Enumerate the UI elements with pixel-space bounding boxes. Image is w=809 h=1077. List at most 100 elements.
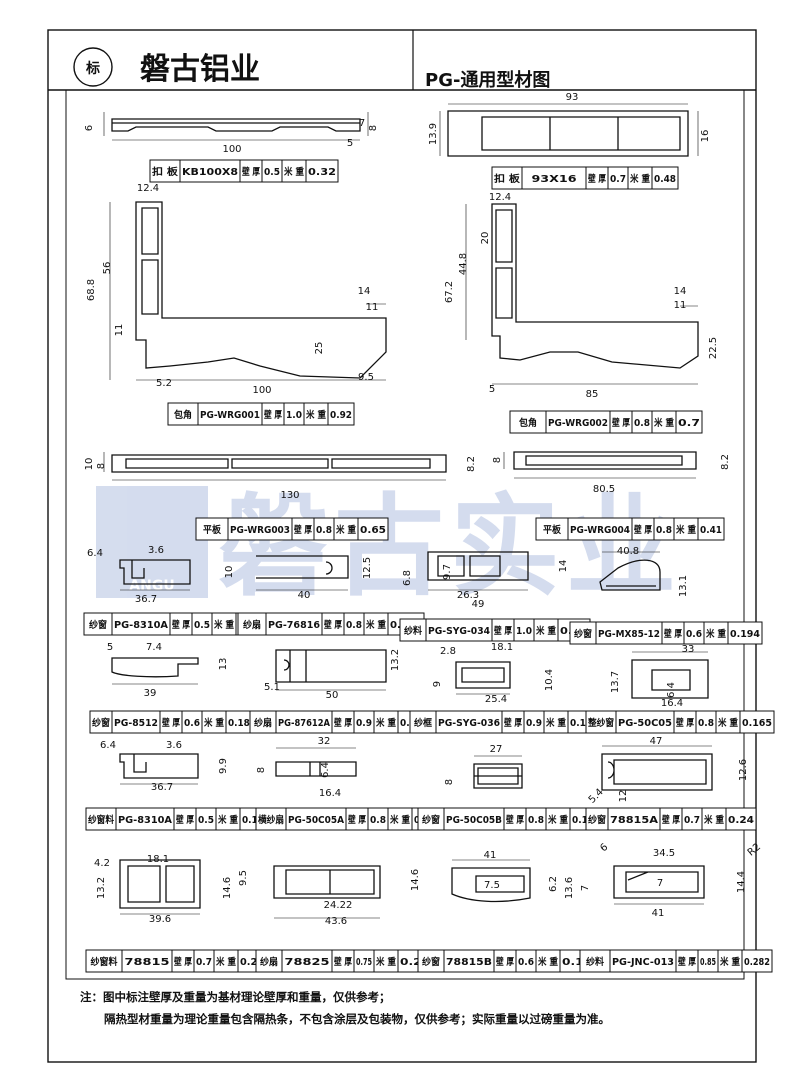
model-number: PG-WRG003: [230, 525, 290, 536]
spec-label: 壁 厚: [242, 166, 260, 178]
dimension-label: 93: [566, 92, 579, 103]
dimension-label: 5.1: [264, 682, 280, 693]
wall-thickness-value: 0.75: [356, 957, 372, 968]
dimension-label: 18.1: [491, 642, 513, 653]
spec-label: 米 重: [703, 814, 724, 826]
spec-label: 米 重: [629, 173, 650, 185]
dimension-label: 16: [700, 130, 711, 143]
model-number: PG-SYG-034: [428, 626, 490, 637]
dimension-label: 13.7: [610, 671, 621, 693]
dimension-label: 4.2: [94, 858, 110, 869]
spec-label: 扣 板: [494, 173, 521, 185]
spec-label: 整纱窗: [587, 717, 614, 729]
wall-thickness-value: 0.8: [656, 525, 672, 536]
spec-label: 米 重: [717, 717, 738, 729]
watermark-text: 磐古实业: [218, 483, 682, 611]
spec-label: 米 重: [283, 166, 304, 178]
dimension-label: 12.5: [362, 557, 373, 579]
dimension-label: 10: [224, 566, 235, 579]
dimension-label: 68.8: [86, 279, 97, 301]
spec-label: 壁 厚: [634, 524, 652, 536]
spec-label: 壁 厚: [174, 956, 192, 968]
spec-label: 壁 厚: [506, 814, 524, 826]
spec-label: 壁 厚: [348, 814, 366, 826]
dimension-label: R2: [746, 842, 763, 859]
dimension-label: 12: [618, 790, 629, 803]
spec-label: 壁 厚: [664, 628, 682, 640]
dimension-label: 7: [580, 885, 591, 891]
spec-label: 纱窗料: [91, 956, 118, 968]
dimension-label: 5.2: [156, 378, 172, 389]
spec-label: 纱扇: [260, 956, 278, 968]
model-number: PG-76816: [268, 620, 320, 631]
wall-thickness-value: 0.8: [634, 418, 650, 429]
spec-label: 壁 厚: [494, 625, 512, 637]
model-number: PG-50C05: [618, 718, 672, 729]
dimension-label: 13.2: [96, 877, 107, 899]
spec-label: 米 重: [213, 619, 234, 631]
model-number: 78815A: [610, 815, 659, 826]
dimension-label: 39: [144, 688, 157, 699]
spec-label: 纱窗: [422, 956, 440, 968]
weight-value: 0.48: [654, 174, 676, 185]
spec-label: 米 重: [375, 717, 396, 729]
spec-cell: [725, 807, 757, 831]
model-number: PG-JNC-013: [612, 957, 674, 968]
wall-thickness-value: 0.5: [194, 620, 210, 631]
dimension-label: 18.1: [147, 854, 169, 865]
dimension-label: 11: [114, 324, 125, 337]
spec-label: 壁 厚: [676, 717, 694, 729]
spec-label: 纱扇: [254, 717, 272, 729]
dimension-label: 8: [256, 767, 267, 773]
dimension-label: 11: [674, 300, 687, 311]
spec-label: 壁 厚: [334, 717, 352, 729]
dimension-label: 56: [102, 262, 113, 275]
dimension-label: 8: [444, 779, 455, 785]
spec-label: 扣 板: [152, 166, 179, 178]
watermark-box-text: ANGU: [129, 578, 174, 594]
dimension-label: 25: [314, 342, 325, 355]
watermark: ANGU 磐古实业: [96, 483, 682, 611]
dimension-label: 5: [347, 138, 353, 149]
spec-label: 纱窗: [588, 814, 606, 826]
spec-cell: [739, 710, 775, 734]
dimension-label: 6.4: [87, 548, 103, 559]
spec-label: 壁 厚: [588, 173, 606, 185]
dimension-label: 6.4: [320, 762, 331, 778]
spec-label: 纱窗: [574, 628, 592, 640]
dimension-label: 39.6: [149, 914, 171, 925]
weight-value: 0.7: [678, 418, 700, 429]
dimension-label: 16.4: [661, 698, 683, 709]
wall-thickness-value: 1.0: [516, 626, 532, 637]
weight-value: 0.32: [308, 167, 336, 178]
dimension-label: 40: [298, 590, 311, 601]
model-number: PG-8310A: [114, 620, 169, 631]
spec-cell: [675, 410, 703, 434]
dimension-label: 6.8: [402, 570, 413, 586]
spec-label: 纱窗料: [88, 814, 114, 826]
spec-label: 米 重: [705, 628, 726, 640]
spec-label: 纱窗: [92, 717, 110, 729]
dimension-label: 3.6: [148, 545, 164, 556]
dimension-label: 40.8: [617, 546, 639, 557]
dimension-label: 14.4: [736, 871, 747, 893]
dimension-label: 20: [480, 232, 491, 245]
wall-thickness-value: 0.8: [698, 718, 714, 729]
weight-value: 0.25: [400, 957, 430, 968]
spec-label: 平板: [203, 524, 221, 536]
spec-label: 横纱扇: [258, 814, 284, 826]
dimension-label: 26.3: [457, 590, 479, 601]
dimension-label: 2.8: [440, 646, 456, 657]
badge-circle: [73, 47, 113, 87]
dimension-label: 12.4: [137, 183, 159, 194]
spec-cell: [305, 159, 339, 183]
dimension-label: 9.9: [218, 758, 229, 774]
dimension-label: 7.5: [484, 880, 500, 891]
